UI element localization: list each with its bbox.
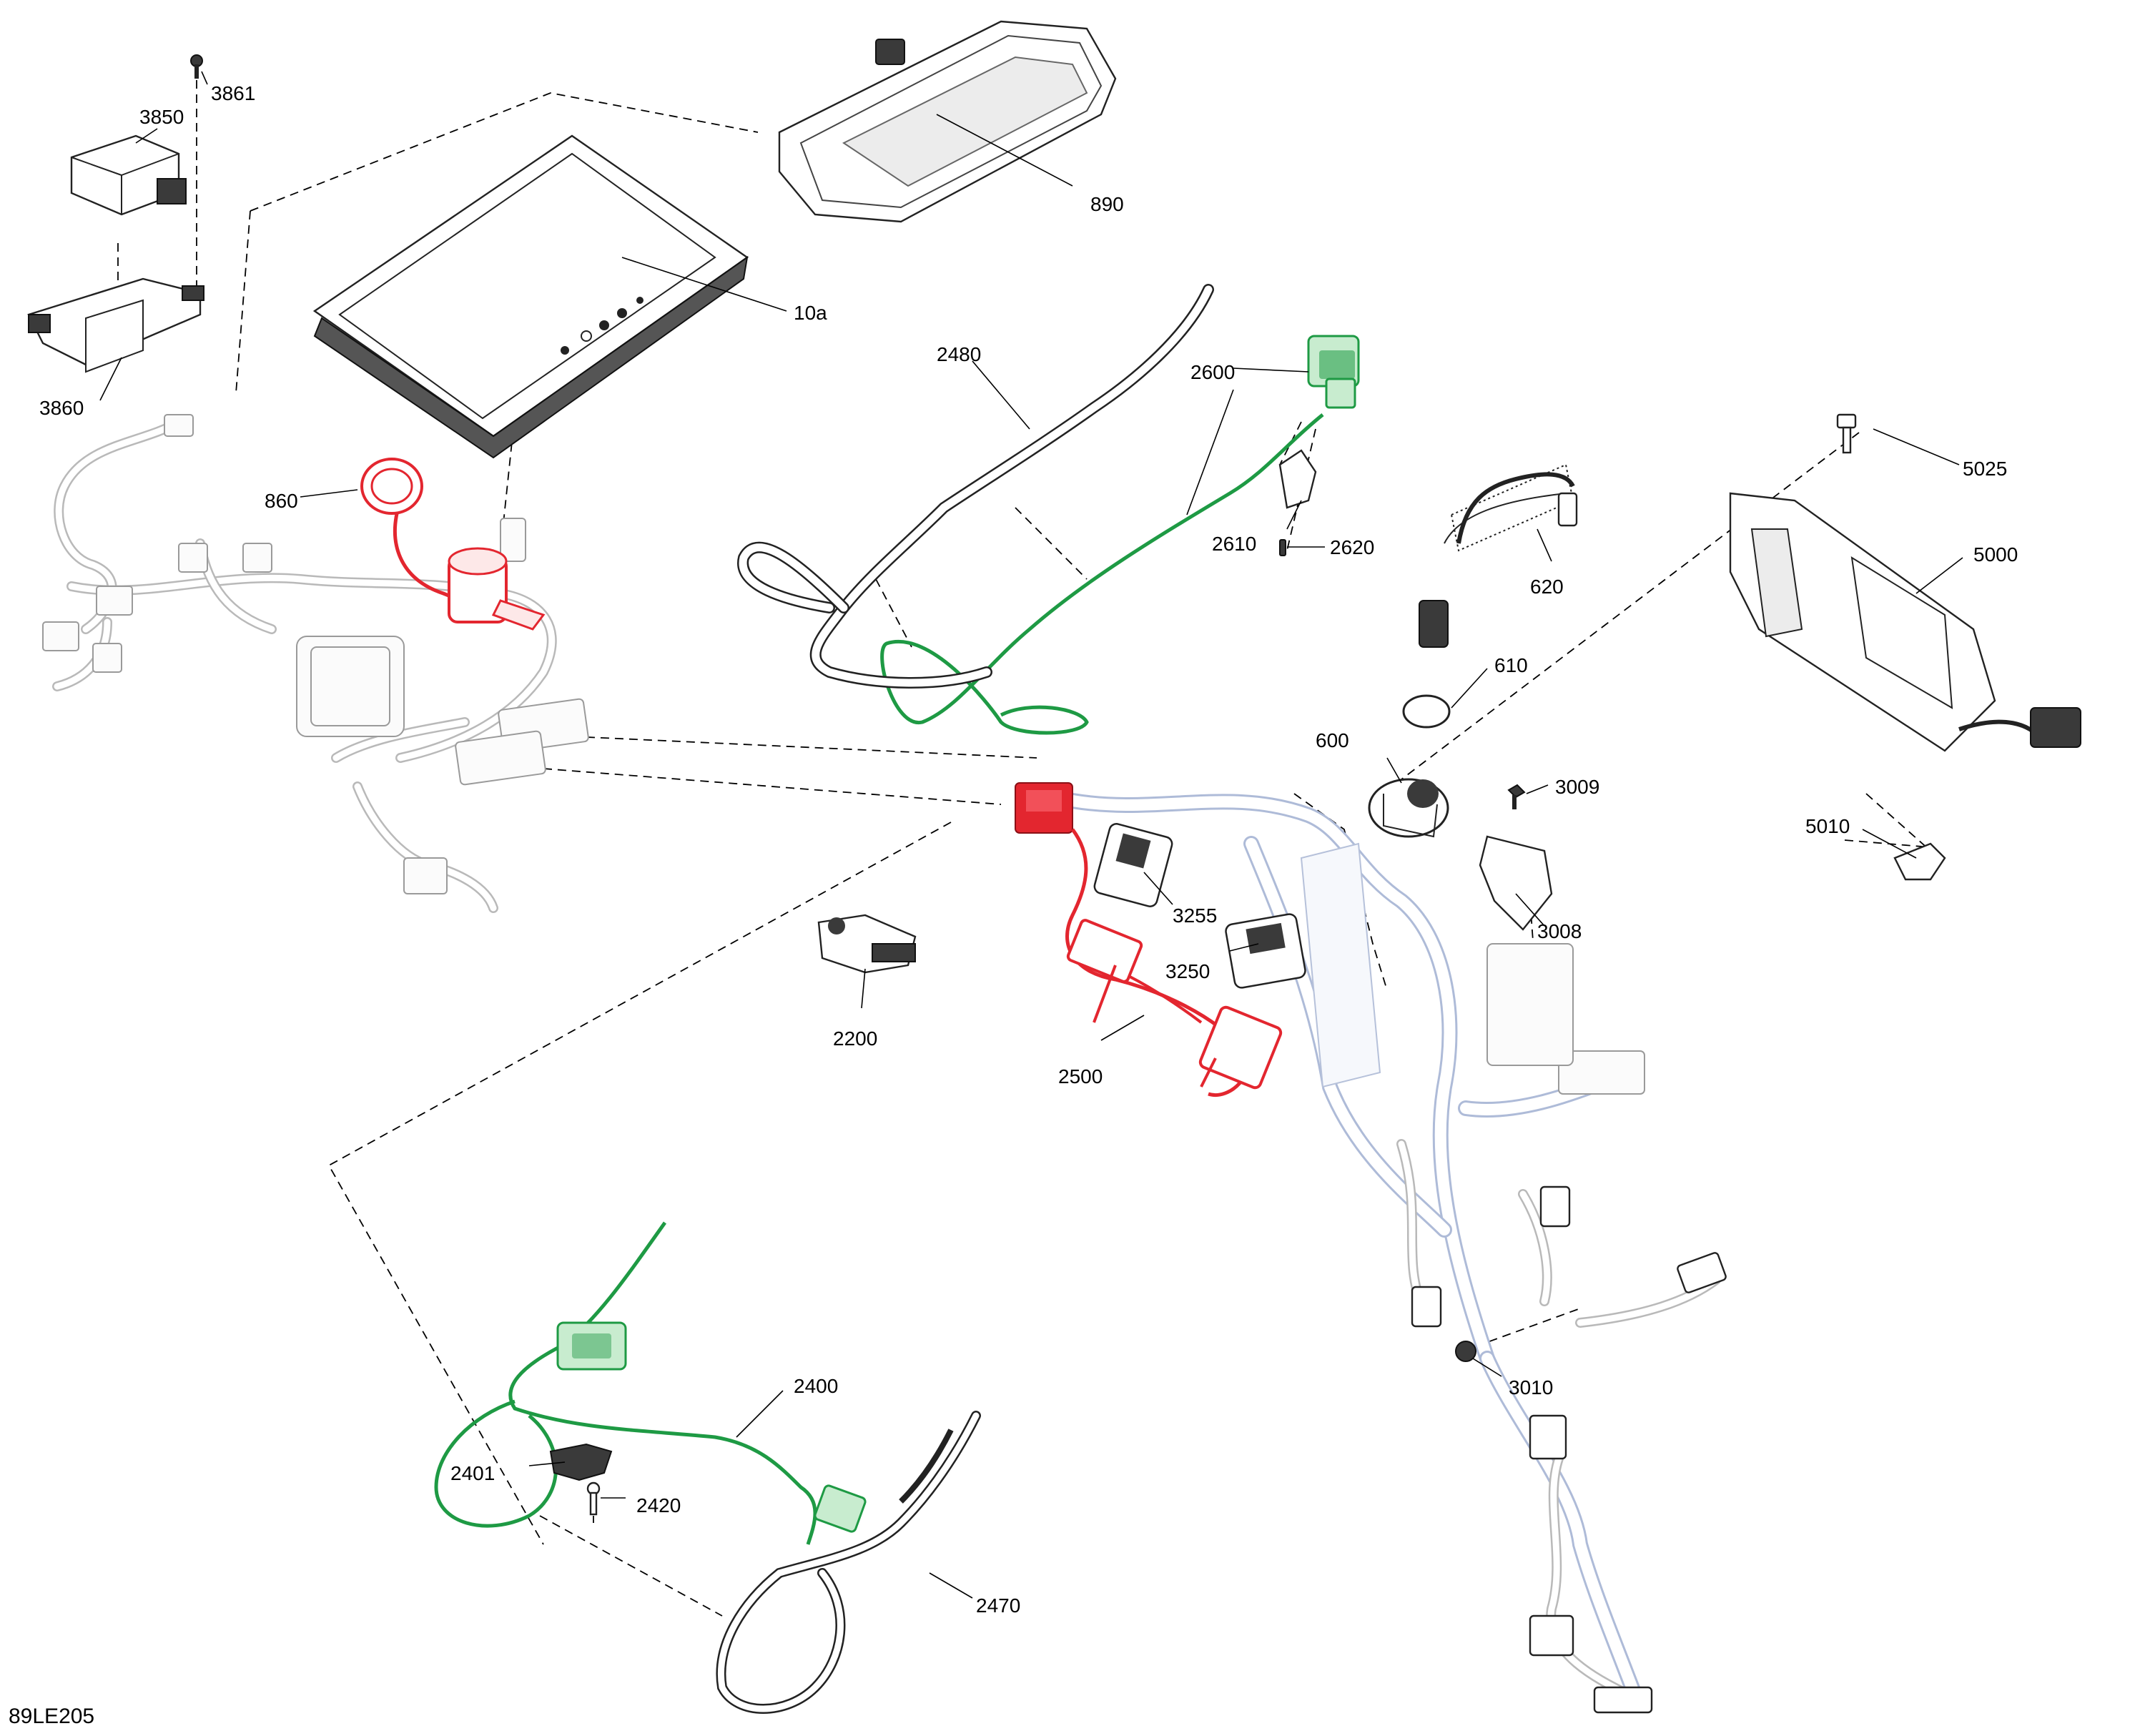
callout-2400: 2400 (794, 1375, 838, 1397)
callout-2500: 2500 (1058, 1065, 1103, 1088)
green-components (434, 335, 1360, 1545)
part-3010-nut (1455, 1341, 1476, 1362)
figure-id: 89LE205 (9, 1705, 94, 1728)
part-5025-bolt (1836, 413, 1857, 454)
callout-860: 860 (265, 490, 298, 512)
part-2200-sensor (817, 914, 917, 974)
part-3860-bracket (27, 277, 204, 373)
callout-890: 890 (1090, 193, 1124, 215)
callout-5010: 5010 (1805, 815, 1850, 837)
part-2610-clip (1278, 449, 1317, 509)
part-2401-clip (549, 1443, 613, 1481)
part-5010-clip (1893, 842, 1946, 881)
part-3850-module (70, 134, 187, 216)
callout-2610: 2610 (1212, 533, 1256, 555)
callout-3010: 3010 (1509, 1376, 1553, 1399)
parts (27, 20, 2081, 1714)
part-3255-switch (1093, 823, 1173, 907)
callout-10a: 10a (794, 302, 827, 324)
callout-5025: 5025 (1963, 458, 2007, 480)
leader-lines (99, 71, 1963, 1599)
part-2480-hose (737, 284, 1214, 689)
part-3009-screw (1507, 784, 1526, 809)
callout-2480: 2480 (937, 343, 981, 365)
part-600-switch (1368, 778, 1449, 838)
part-890-cover (778, 20, 1117, 223)
callout-620: 620 (1530, 576, 1564, 598)
callout-3861: 3861 (211, 82, 255, 104)
callout-3850: 3850 (139, 106, 184, 128)
callout-2470: 2470 (976, 1594, 1020, 1617)
callout-2620: 2620 (1330, 536, 1374, 558)
part-3008-bracket (1479, 835, 1553, 931)
callout-2420: 2420 (636, 1494, 681, 1516)
callout-labels: 3861 3850 3860 890 10a 860 2480 2600 261… (39, 82, 2018, 1617)
part-2620-pin (1279, 539, 1286, 556)
part-2470-hose (716, 1411, 981, 1714)
part-5000-module (1729, 492, 2081, 752)
red-components (360, 458, 1283, 1097)
callout-2200: 2200 (833, 1027, 877, 1050)
callout-600: 600 (1316, 729, 1349, 751)
main-harness-blue (1065, 793, 1727, 1714)
callout-5000: 5000 (1973, 543, 2018, 566)
callout-3250: 3250 (1165, 960, 1210, 982)
part-10a-display (312, 134, 749, 459)
callout-610: 610 (1494, 654, 1528, 676)
part-3250-switch (1225, 913, 1306, 989)
part-2420-screw (586, 1481, 601, 1516)
callout-3009: 3009 (1555, 776, 1599, 798)
part-620-coil-cord (1419, 463, 1578, 648)
callout-2600: 2600 (1190, 361, 1235, 383)
callout-2401: 2401 (450, 1462, 495, 1484)
part-610-ring (1402, 694, 1451, 729)
callout-3860: 3860 (39, 397, 84, 419)
callout-3008: 3008 (1537, 920, 1582, 942)
part-3861-screw (190, 54, 203, 79)
callout-3255: 3255 (1173, 904, 1217, 927)
